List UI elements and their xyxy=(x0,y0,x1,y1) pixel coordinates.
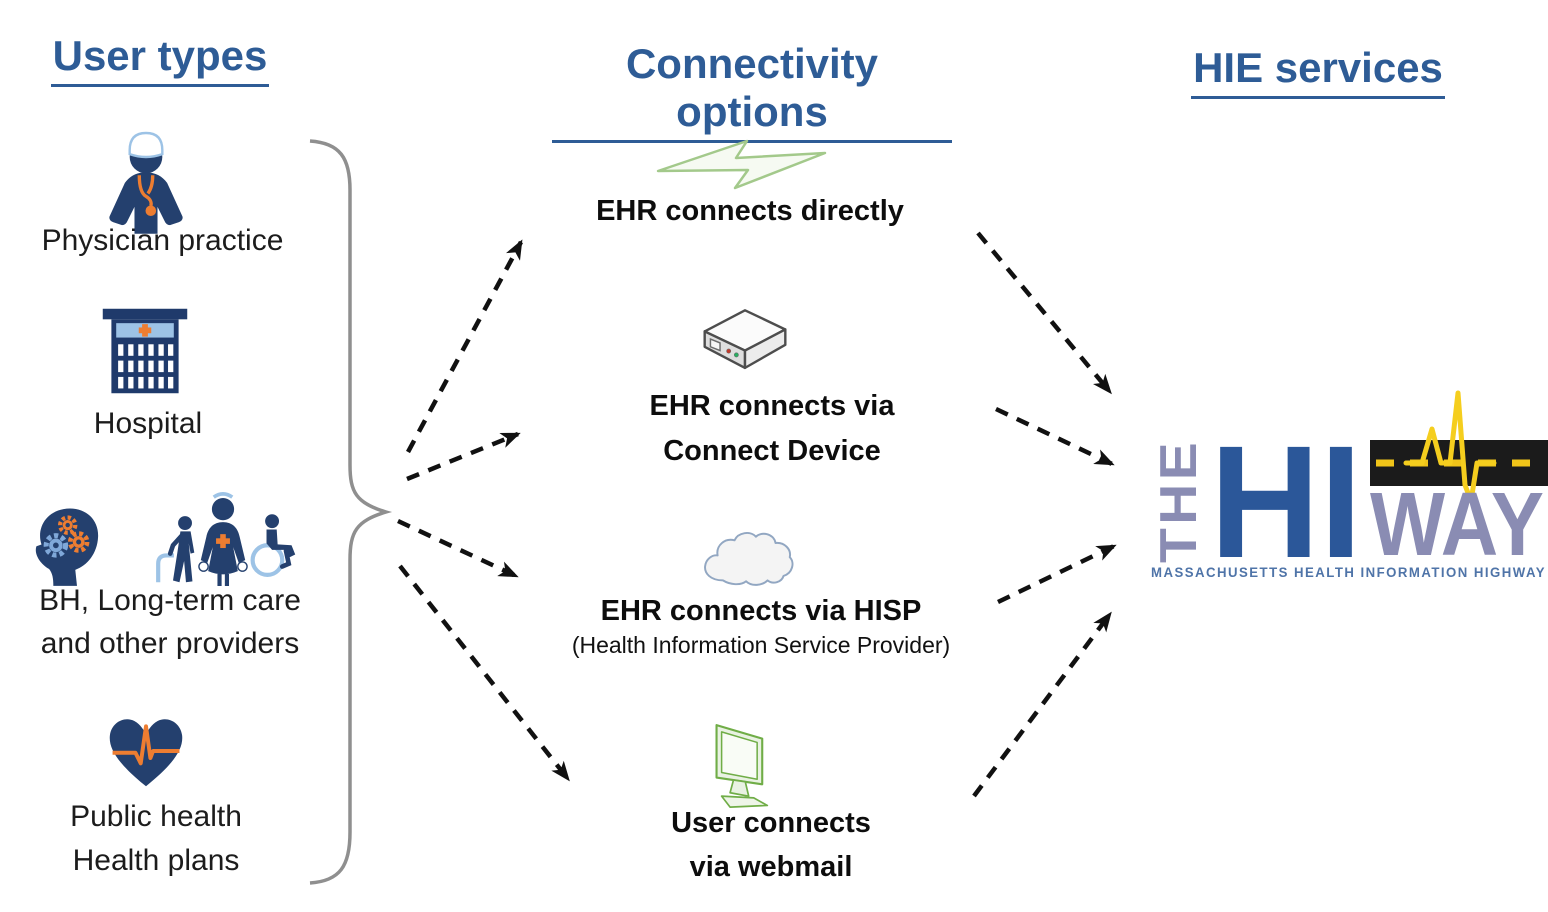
arrow-direct-to-hie xyxy=(976,231,1112,395)
gear-orange-medium xyxy=(67,531,90,553)
label-hospital: Hospital xyxy=(0,407,296,440)
heading-hie-services: HIE services xyxy=(1168,44,1468,99)
label-ehr-device-line1: EHR connects via xyxy=(577,390,967,423)
head-gears-icon xyxy=(35,508,99,586)
arrow-users-to-device xyxy=(406,431,521,482)
label-hisp-subtitle: (Health Information Service Provider) xyxy=(566,632,956,659)
label-hospital-text: Hospital xyxy=(93,407,203,440)
gear-blue-large xyxy=(43,533,69,558)
physician-icon xyxy=(109,131,183,234)
label-bh-line2-text: and other providers xyxy=(40,627,300,660)
arrow-users-to-webmail xyxy=(398,564,570,782)
hospital-icon xyxy=(102,308,188,394)
heading-user-types: User types xyxy=(30,32,290,87)
label-physician-practice: Physician practice xyxy=(10,224,315,257)
label-ehr-device-line1-text: EHR connects via xyxy=(649,390,895,422)
label-public-health-text: Public health xyxy=(70,800,242,833)
label-bh-line1-text: BH, Long-term care xyxy=(39,584,301,617)
arrow-webmail-to-hie xyxy=(972,611,1112,798)
gear-orange-small xyxy=(57,515,78,535)
label-webmail-line2-text: via webmail xyxy=(689,851,853,883)
label-bh-line2: and other providers xyxy=(5,627,335,660)
arrow-users-to-direct xyxy=(406,239,523,454)
heart-pulse-icon xyxy=(109,719,183,787)
logo-word-hi: HI xyxy=(1210,412,1362,583)
label-ehr-direct: EHR connects directly xyxy=(555,195,945,228)
label-health-plans-text: Health plans xyxy=(72,844,240,877)
label-webmail-line1: User connects xyxy=(576,807,966,840)
logo-word-way: WAY xyxy=(1370,475,1544,575)
monitor-icon xyxy=(715,724,769,808)
logo-word-the: THE xyxy=(1150,439,1208,563)
label-webmail-line1-text: User connects xyxy=(671,807,871,839)
label-ehr-device-line2-text: Connect Device xyxy=(663,435,881,467)
arrow-device-to-hie xyxy=(995,406,1115,467)
label-ehr-direct-text: EHR connects directly xyxy=(596,195,904,227)
label-ehr-device-line2: Connect Device xyxy=(577,435,967,468)
label-health-plans: Health plans xyxy=(0,844,312,877)
label-ehr-hisp: EHR connects via HISP xyxy=(566,595,956,628)
lightning-icon xyxy=(656,139,827,190)
label-hisp-subtitle-text: (Health Information Service Provider) xyxy=(571,632,951,658)
hiway-logo: THE HI WAY MASSACHUSETTS HEALTH INFORMAT… xyxy=(1150,390,1548,583)
heading-user-types-text: User types xyxy=(50,32,270,87)
heading-hie-services-text: HIE services xyxy=(1191,44,1445,99)
label-public-health: Public health xyxy=(0,800,312,833)
heading-connectivity: Connectivity options xyxy=(552,40,952,143)
care-group-icon xyxy=(156,492,296,586)
label-bh-line1: BH, Long-term care xyxy=(5,584,335,617)
heading-connectivity-text: Connectivity options xyxy=(552,40,952,143)
left-brace xyxy=(309,139,393,885)
arrow-hisp-to-hie xyxy=(997,543,1117,605)
label-webmail-line2: via webmail xyxy=(576,851,966,884)
logo-ekg-line xyxy=(1403,390,1497,504)
cloud-icon xyxy=(704,532,794,586)
label-physician-practice-text: Physician practice xyxy=(41,224,284,257)
logo-caption: MASSACHUSETTS HEALTH INFORMATION HIGHWAY xyxy=(1151,565,1546,580)
arrow-users-to-hisp xyxy=(397,518,519,579)
connect-device-icon xyxy=(703,309,787,370)
label-ehr-hisp-text: EHR connects via HISP xyxy=(600,595,922,627)
